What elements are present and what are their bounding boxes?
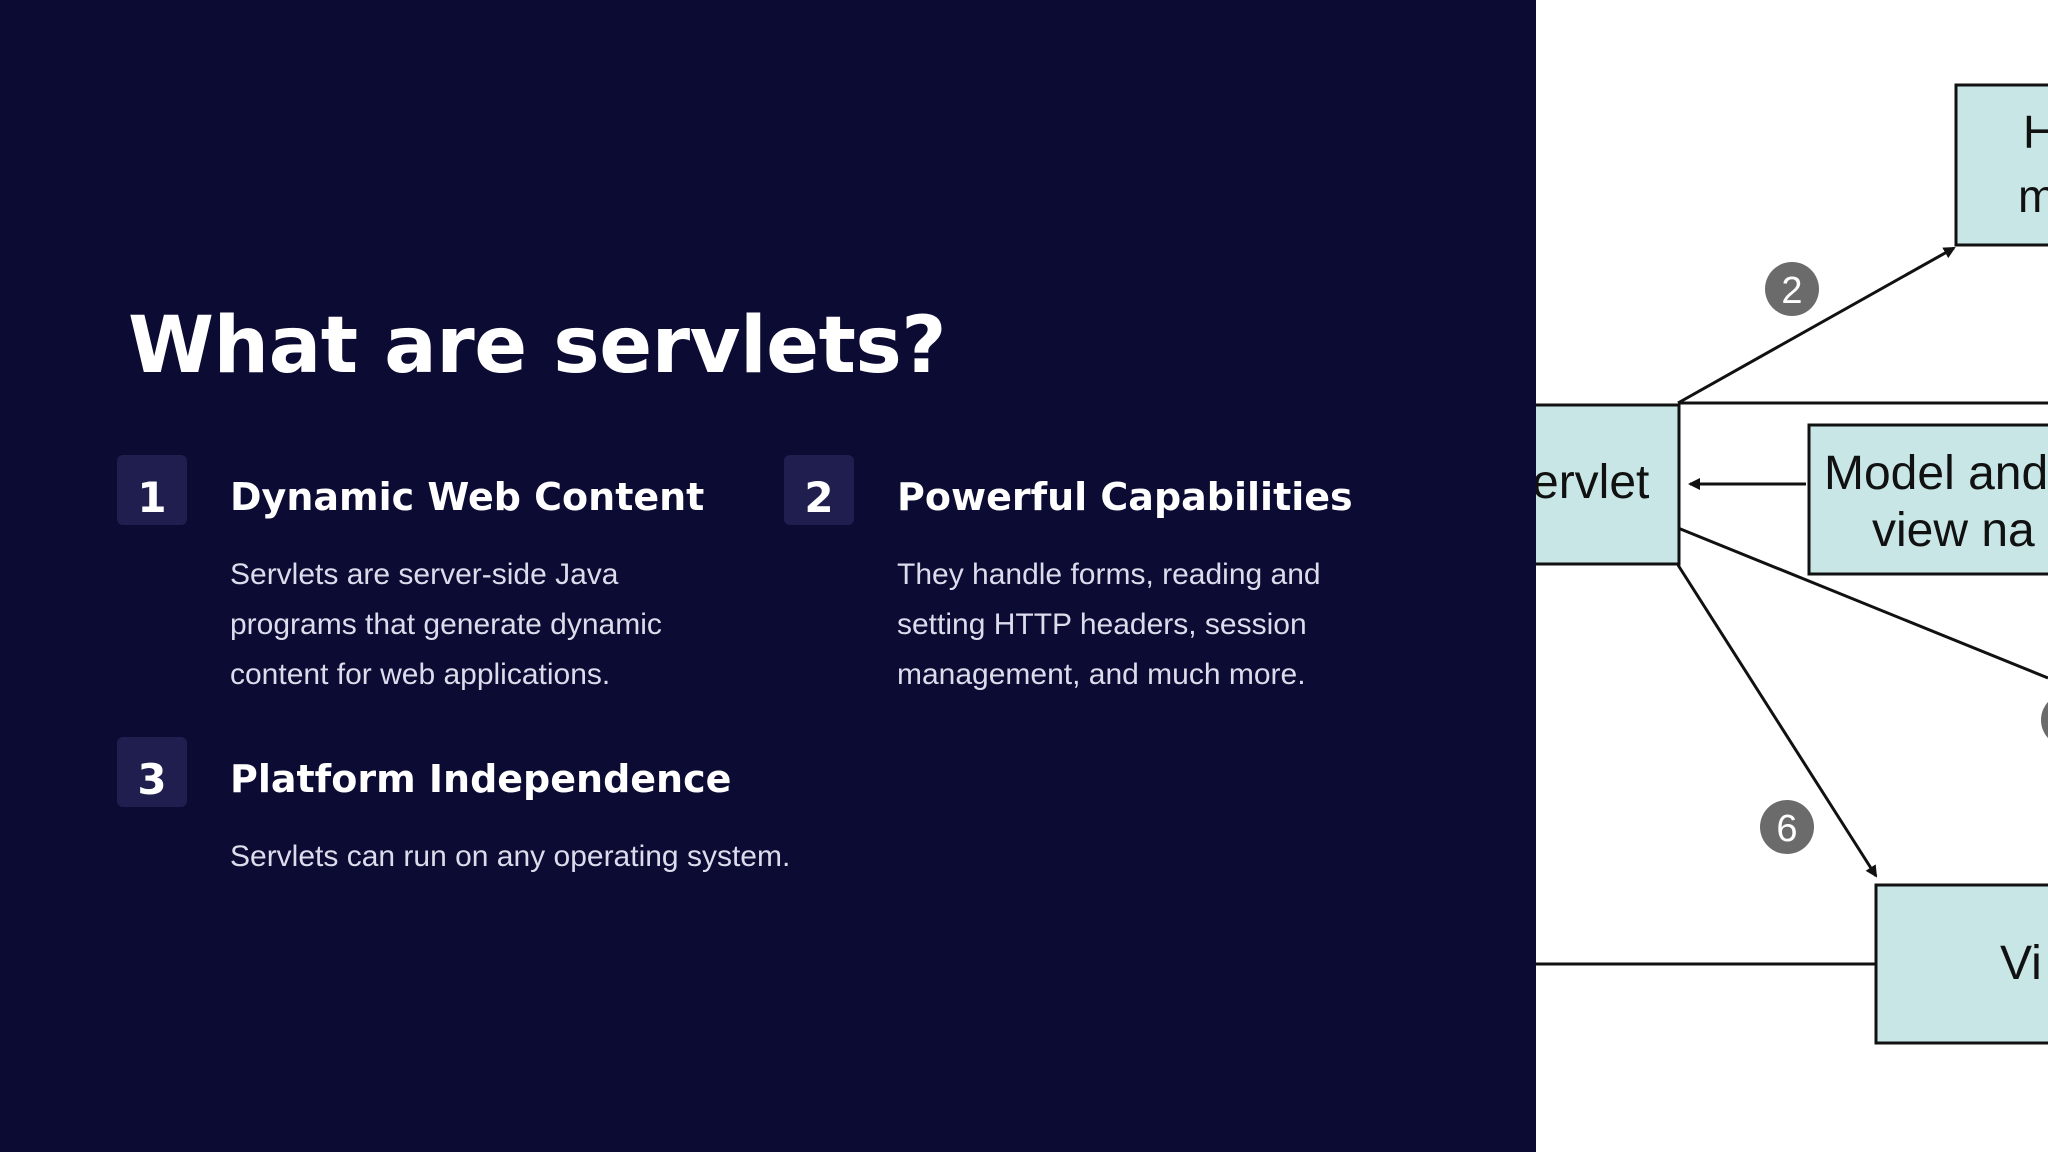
handler-box-label-line: m: [2018, 170, 2048, 222]
feature-description-line: programs that generate dynamic: [230, 608, 662, 641]
servlet-box: [1536, 403, 1681, 566]
feature-description-line: content for web applications.: [230, 658, 611, 691]
view-box: [1874, 883, 2048, 1045]
feature-description-line: They handle forms, reading and: [897, 558, 1321, 591]
model-view-box: [1807, 423, 2048, 576]
feature-description: They handle forms, reading and setting H…: [897, 550, 1417, 700]
feature-number-badge: 1: [117, 455, 187, 525]
feature-title: Dynamic Web Content: [230, 475, 705, 519]
feature-description: Servlets are server-side Java programs t…: [230, 550, 750, 700]
servlet-diagram-image: H m ervlet Model and view na Vi 2 5 6: [1536, 0, 2048, 1152]
feature-number-badge: 3: [117, 737, 187, 807]
feature-description-line: Servlets can run on any operating system…: [230, 840, 791, 873]
content-panel: What are servlets? 1 Dynamic Web Content…: [117, 301, 1417, 882]
servlet-box-label: ervlet: [1536, 456, 1649, 509]
model-box-label-line: view na: [1872, 504, 2035, 557]
connector-line: [1677, 526, 2048, 680]
step-circle-5: [2041, 701, 2048, 739]
servlet-flow-diagram: H m ervlet Model and view na Vi 2 5 6: [1536, 83, 2048, 1045]
arrow-to-handler: [1677, 246, 1956, 405]
feature-title: Powerful Capabilities: [897, 475, 1353, 519]
handler-box-label-line: H: [2023, 106, 2048, 158]
step-number: 2: [1781, 270, 1802, 312]
feature-number-badge: 2: [784, 455, 854, 525]
step-number: 6: [1776, 808, 1797, 850]
model-box-label-line: Model and: [1824, 447, 2048, 500]
view-box-label: Vi: [2000, 937, 2042, 990]
feature-title: Platform Independence: [230, 757, 732, 801]
feature-description-line: setting HTTP headers, session: [897, 608, 1307, 641]
feature-description-line: Servlets are server-side Java: [230, 558, 619, 591]
feature-description: Servlets can run on any operating system…: [230, 832, 930, 882]
feature-description-line: management, and much more.: [897, 658, 1306, 691]
arrow-to-view: [1676, 564, 1878, 878]
page-title: What are servlets?: [128, 301, 947, 391]
step-circle-2: [1765, 262, 1819, 316]
step-circle-6: [1760, 800, 1814, 854]
handler-mapping-box: [1954, 83, 2048, 247]
